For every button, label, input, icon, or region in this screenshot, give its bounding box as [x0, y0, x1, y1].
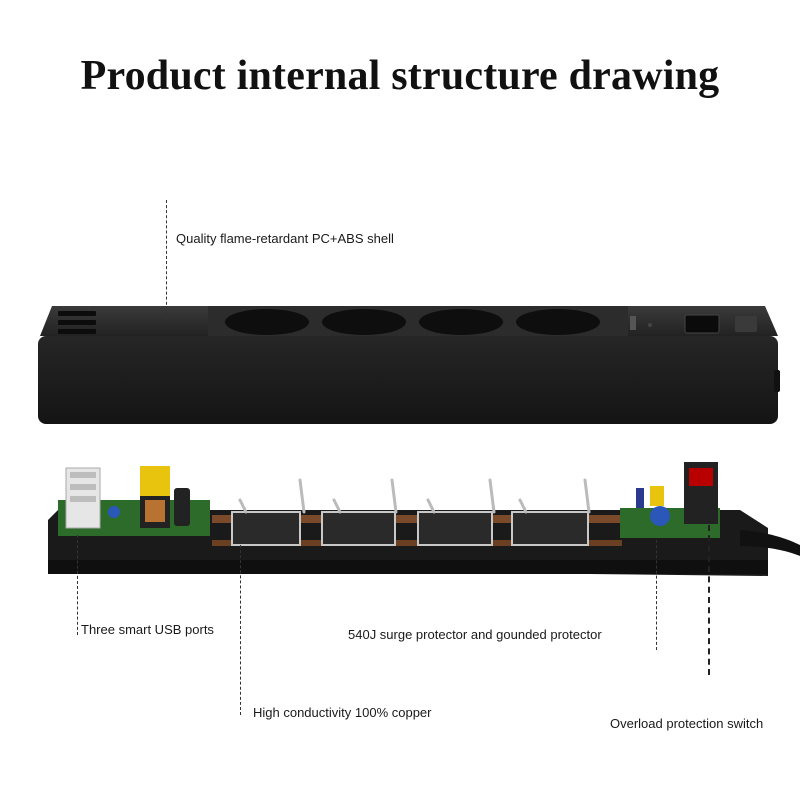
usb-port-icon	[58, 329, 96, 334]
socket-icon	[225, 309, 309, 335]
switch-icon	[684, 314, 720, 334]
callout-copper: High conductivity 100% copper	[253, 705, 432, 720]
socket-icon	[419, 309, 503, 335]
assembled-power-strip	[38, 306, 780, 424]
callout-shell: Quality flame-retardant PC+ABS shell	[176, 231, 394, 246]
usb-port-icon	[58, 311, 96, 316]
page-title: Product internal structure drawing	[80, 53, 720, 99]
socket-icon	[322, 309, 406, 335]
leader-line-usb	[77, 535, 78, 635]
internal-structure	[48, 462, 800, 576]
leader-line-switch	[708, 525, 710, 675]
leader-line-copper	[240, 545, 241, 715]
leader-line-shell	[166, 200, 167, 320]
callout-surge: 540J surge protector and gounded protect…	[348, 627, 602, 642]
usb-port-icon	[58, 320, 96, 325]
callout-usb: Three smart USB ports	[81, 622, 214, 637]
callout-switch: Overload protection switch	[610, 716, 764, 731]
leader-line-surge	[656, 540, 657, 650]
socket-icon	[516, 309, 600, 335]
